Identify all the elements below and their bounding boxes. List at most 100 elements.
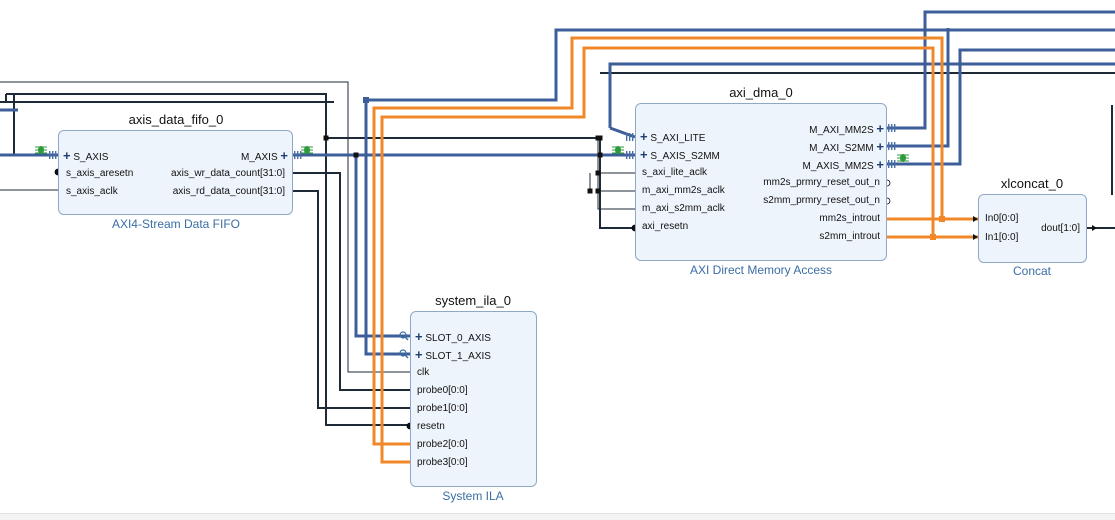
probe0-net[interactable] [293, 172, 410, 391]
s-axi-lite-stub[interactable] [609, 126, 636, 139]
bus-port-icon [632, 151, 634, 159]
connection-wires [0, 10, 1115, 464]
ila-pin-probe0[interactable]: probe0[0:0] [417, 385, 468, 396]
dma-pin-axi-resetn[interactable]: axi_resetn [642, 221, 689, 232]
clk-net[interactable] [0, 81, 410, 373]
fifo-pin-s-axis-aclk[interactable]: s_axis_aclk [66, 186, 118, 197]
bus-port-icon [294, 151, 296, 159]
dma-block-type: AXI Direct Memory Access [689, 263, 833, 277]
probe1-net[interactable] [293, 190, 410, 409]
dma-block[interactable]: + S_AXI_LITE + S_AXIS_S2MM s_axi_lite_ac… [635, 103, 887, 261]
probe-magnifier-icon [399, 349, 409, 359]
ila-pin-slot-1-axis[interactable]: + SLOT_1_AXIS [415, 347, 491, 362]
bus-port-icon [52, 151, 54, 159]
ila-pin-clk[interactable]: clk [417, 367, 430, 378]
probe3-net[interactable] [380, 46, 935, 464]
dma-pin-m-axis-mm2s[interactable]: M_AXIS_MM2S + [802, 157, 884, 172]
junction-dot [363, 97, 369, 103]
ila-slot0-bus[interactable] [354, 155, 410, 338]
reset-bus-top[interactable] [6, 93, 327, 138]
dma-pin-m-axi-mm2s[interactable]: M_AXI_MM2S + [809, 121, 884, 136]
debug-bug-icon [612, 146, 624, 154]
fifo-pin-wr-count[interactable]: axis_wr_data_count[31:0] [171, 168, 285, 179]
ila-slot1-bus[interactable] [364, 100, 410, 356]
bus-port-icon [888, 142, 890, 150]
axi-resetn-net[interactable] [326, 137, 635, 229]
ila-pin-slot-0-axis[interactable]: + SLOT_0_AXIS [415, 329, 491, 344]
ila-resetn-net[interactable] [325, 138, 410, 426]
fifo-pin-rd-count[interactable]: axis_rd_data_count[31:0] [172, 186, 285, 197]
dma-pin-s-axis-s2mm[interactable]: + S_AXIS_S2MM [640, 147, 720, 162]
m-axis-mm2s-bus[interactable] [887, 48, 1115, 166]
junction-dot [587, 188, 593, 194]
concat-block-type: Concat [1012, 264, 1052, 278]
dma-block-title: axi_dma_0 [729, 85, 793, 100]
junction-dot [595, 188, 601, 194]
fifo-pin-s-axis-aresetn[interactable]: s_axis_aresetn [66, 168, 134, 179]
bus-port-icon [888, 160, 890, 168]
plus-icon[interactable]: + [876, 157, 884, 172]
junction-dot [597, 152, 603, 158]
dma-pin-mm2s-introut[interactable]: mm2s_introut [819, 213, 880, 224]
dma-pin-m-axi-s2mm[interactable]: M_AXI_S2MM + [809, 139, 884, 154]
bus-port-icon [891, 142, 893, 150]
top-bus-1[interactable] [366, 28, 1115, 102]
arrow-icon [973, 234, 978, 240]
bus-port-icon [626, 133, 628, 141]
plus-icon[interactable]: + [876, 121, 884, 136]
dma-pin-m-axi-mm2s-aclk[interactable]: m_axi_mm2s_aclk [642, 185, 725, 196]
s-axi-lite-bus[interactable] [608, 62, 1115, 128]
fifo-block[interactable]: + S_AXIS s_axis_aresetn s_axis_aclk M_AX… [58, 130, 293, 215]
plus-icon[interactable]: + [280, 148, 288, 163]
dma-pin-s2mm-prmry-reset[interactable]: s2mm_prmry_reset_out_n [763, 195, 880, 206]
concat-pin-dout[interactable]: dout[1:0] [1041, 223, 1080, 234]
bus-port-icon [49, 151, 51, 159]
dma-pin-mm2s-prmry-reset[interactable]: mm2s_prmry_reset_out_n [763, 177, 880, 188]
bus-port-icon [300, 151, 302, 159]
m-axi-s2mm-bus[interactable] [887, 28, 950, 148]
ila-block[interactable]: + SLOT_0_AXIS + SLOT_1_AXIS clk probe0[0… [410, 311, 537, 487]
concat-block[interactable]: In0[0:0] In1[0:0] dout[1:0] [978, 194, 1087, 263]
fifo-pin-s-axis[interactable]: + S_AXIS [63, 148, 109, 163]
bus-port-icon [632, 133, 634, 141]
clk-net-dma-s2mm[interactable] [597, 191, 635, 210]
bus-port-icon [894, 160, 896, 168]
concat-pin-in1[interactable]: In1[0:0] [985, 232, 1019, 243]
canvas-bottom-edge [0, 513, 1115, 520]
bus-port-icon [629, 133, 631, 141]
dma-pin-s-axi-lite-aclk[interactable]: s_axi_lite_aclk [642, 167, 708, 178]
mm2s-bus[interactable] [887, 10, 1115, 130]
ila-pin-probe2[interactable]: probe2[0:0] [417, 439, 468, 450]
debug-bug-icon [301, 146, 313, 154]
ila-pin-probe1[interactable]: probe1[0:0] [417, 403, 468, 414]
plus-icon[interactable]: + [415, 329, 423, 344]
probe2-net[interactable] [372, 36, 944, 446]
ila-pin-probe3[interactable]: probe3[0:0] [417, 457, 468, 468]
bus-port-icon [297, 151, 299, 159]
dma-pin-s-axi-lite[interactable]: + S_AXI_LITE [640, 129, 706, 144]
bus-port-icon [891, 124, 893, 132]
fifo-pin-m-axis[interactable]: M_AXIS + [240, 148, 288, 163]
concat-block-title: xlconcat_0 [1000, 176, 1064, 191]
bus-port-icon [894, 142, 896, 150]
junction-dot [597, 135, 603, 141]
junction-dot [930, 234, 936, 240]
plus-icon[interactable]: + [415, 347, 423, 362]
plus-icon[interactable]: + [63, 148, 71, 163]
fifo-block-type: AXI4-Stream Data FIFO [111, 217, 241, 231]
fifo-aresetn-net[interactable] [13, 94, 58, 156]
ila-pin-resetn[interactable]: resetn [417, 421, 445, 432]
dma-pin-m-axi-s2mm-aclk[interactable]: m_axi_s2mm_aclk [642, 203, 725, 214]
plus-icon[interactable]: + [640, 147, 648, 162]
plus-icon[interactable]: + [876, 139, 884, 154]
plus-icon[interactable]: + [640, 129, 648, 144]
junction-dot [595, 170, 601, 176]
concat-pin-in0[interactable]: In0[0:0] [985, 213, 1019, 224]
clk-net-dma-mm2s[interactable] [597, 173, 635, 192]
ila-block-title: system_ila_0 [435, 293, 511, 308]
dma-pin-s2mm-introut[interactable]: s2mm_introut [819, 231, 880, 242]
debug-bug-icon [35, 146, 47, 154]
bus-port-icon [55, 151, 57, 159]
bus-port-icon [891, 160, 893, 168]
